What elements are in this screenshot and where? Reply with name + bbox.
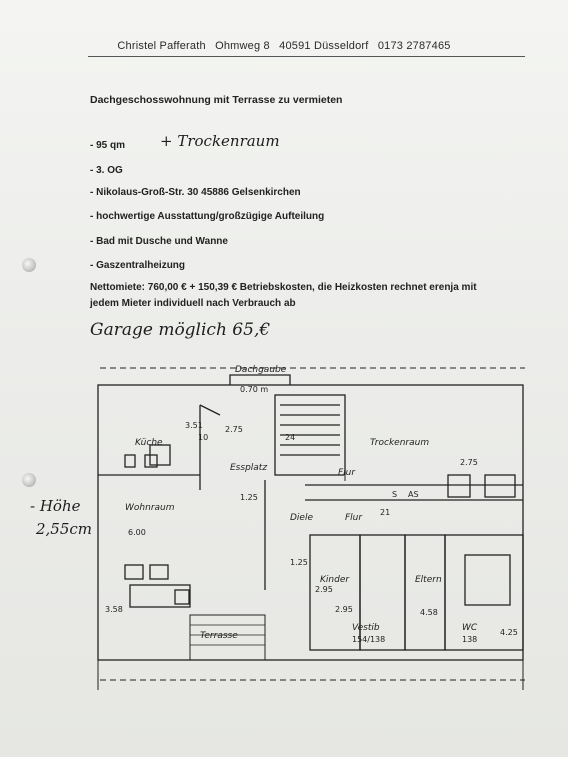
feature-item: - hochwertige Ausstattung/großzügige Auf… — [90, 211, 325, 222]
handwritten-trockenraum: + Trockenraum — [160, 132, 280, 150]
feature-item: - 3. OG — [90, 165, 123, 176]
dim-label: AS — [408, 490, 419, 499]
label-flur: Flur — [338, 468, 356, 478]
dim-label: 24 — [285, 433, 295, 442]
outer-wall — [97, 384, 524, 661]
punch-hole — [22, 258, 36, 272]
landlord-name: Christel Pafferath — [117, 40, 206, 52]
dim-label: 4.25 — [500, 628, 518, 637]
handwritten-garage: Garage möglich 65,€ — [90, 320, 271, 340]
dim-label: 3.51 — [185, 421, 203, 430]
landlord-city: 40591 Düsseldorf — [279, 40, 369, 52]
label-dachgaube: Dachgaube — [235, 365, 287, 375]
label-vestib: Vestib — [352, 623, 380, 633]
dim-label: 4.58 — [420, 608, 438, 617]
dim-dachgaube: 0.70 m — [240, 385, 268, 394]
dim-label: 2.75 — [225, 425, 243, 434]
dim-label: 2.75 — [460, 458, 478, 467]
punch-hole — [22, 473, 36, 487]
rent-line: Nettomiete: 760,00 € + 150,39 € Betriebs… — [90, 282, 477, 293]
feature-item: - Nikolaus-Groß-Str. 30 45886 Gelsenkirc… — [90, 187, 301, 198]
feature-item: - Gaszentralheizung — [90, 260, 186, 271]
dim-label: 6.00 — [128, 528, 146, 537]
landlord-street: Ohmweg 8 — [215, 40, 270, 52]
feature-item: - 95 qm — [90, 140, 126, 151]
floor-plan: Dachgaube 0.70 m Küche Essplatz Wohnraum… — [90, 360, 535, 690]
label-wohnraum: Wohnraum — [125, 503, 175, 513]
label-diele: Diele — [290, 513, 313, 523]
dim-label: S — [392, 490, 397, 499]
header-divider — [88, 56, 525, 57]
label-terrasse: Terrasse — [200, 631, 238, 641]
dim-label: 154/138 — [352, 635, 385, 644]
feature-item: - Bad mit Dusche und Wanne — [90, 236, 228, 247]
dim-label: 1.25 — [240, 493, 258, 502]
label-essplatz: Essplatz — [230, 463, 267, 473]
handwritten-hoehe-label: - Höhe — [30, 497, 81, 515]
label-wc: WC — [462, 623, 478, 633]
dim-label: 3.58 — [105, 605, 123, 614]
dim-label: 138 — [462, 635, 477, 644]
landlord-phone: 0173 2787465 — [377, 40, 451, 52]
dim-label: 2.95 — [335, 605, 353, 614]
dim-label: 10 — [198, 433, 208, 442]
letterhead: Christel Pafferath Ohmweg 8 40591 Düssel… — [0, 40, 568, 52]
floor-plan-drawing: Dachgaube 0.70 m Küche Essplatz Wohnraum… — [97, 365, 525, 690]
label-trockenraum: Trockenraum — [370, 438, 429, 448]
dim-label: 1.25 — [290, 558, 308, 567]
label-flur2: Flur — [345, 513, 363, 523]
handwritten-hoehe-value: 2,55cm — [36, 520, 93, 538]
label-eltern: Eltern — [415, 575, 442, 585]
label-kueche: Küche — [135, 438, 163, 448]
rent-line: jedem Mieter individuell nach Verbrauch … — [90, 298, 296, 309]
listing-title: Dachgeschosswohnung mit Terrasse zu verm… — [90, 94, 343, 106]
dim-label: 2.95 — [315, 585, 333, 594]
dim-label: 21 — [380, 508, 390, 517]
label-kinder: Kinder — [320, 575, 350, 585]
